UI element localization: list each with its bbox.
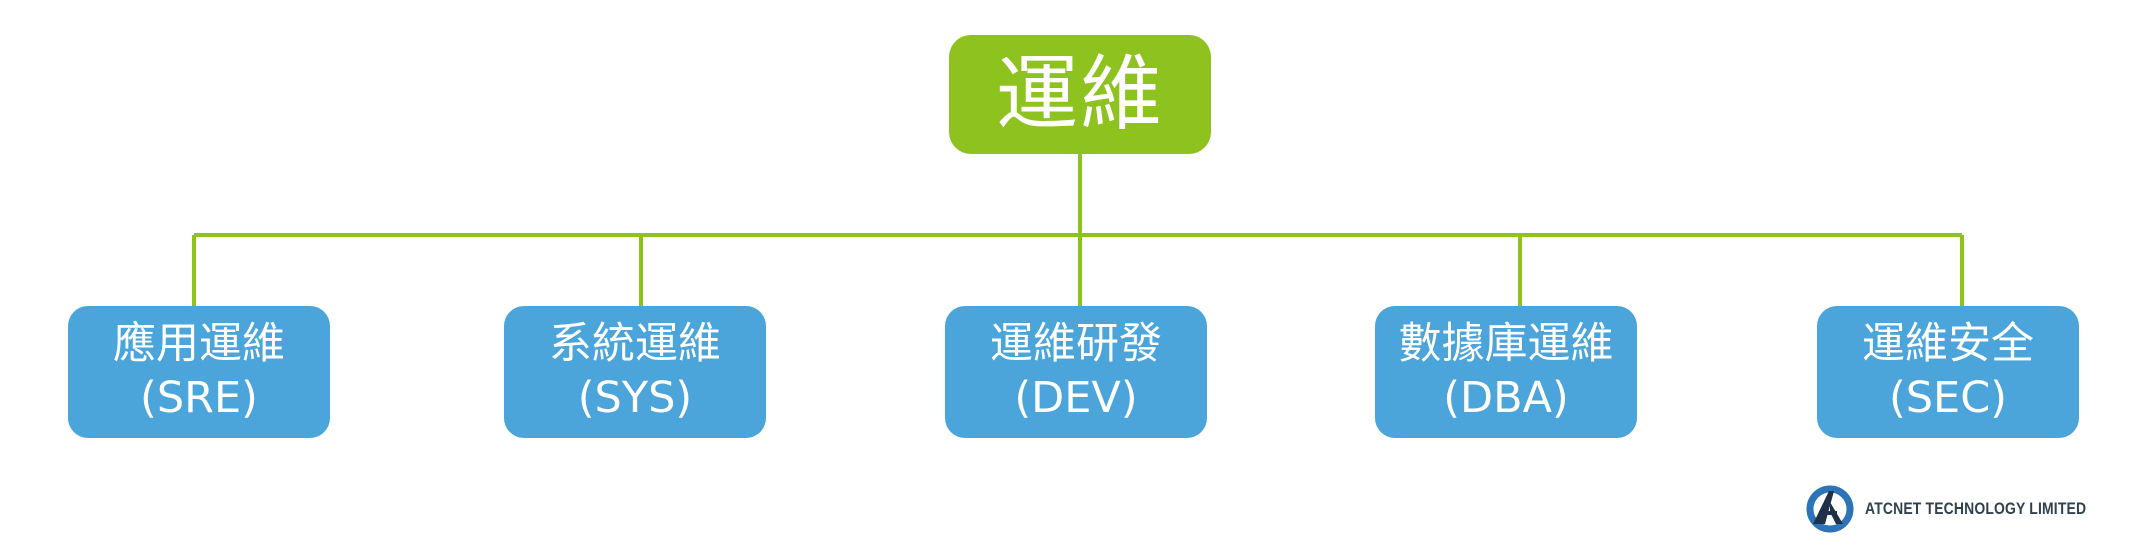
child-node-code: (DEV) <box>1014 373 1138 423</box>
child-node-dba: 數據庫運維 (DBA) <box>1375 306 1637 438</box>
child-node-sec: 運維安全 (SEC) <box>1817 306 2079 438</box>
child-node-code: (SEC) <box>1888 373 2008 423</box>
child-node-label: 運維安全 <box>1862 319 2034 370</box>
brand-footer: ATCNET TECHNOLOGY LIMITED <box>1805 484 2095 534</box>
brand-name: ATCNET TECHNOLOGY LIMITED <box>1865 499 2087 518</box>
child-node-sys: 系統運維 (SYS) <box>504 306 766 438</box>
child-node-label: 數據庫運維 <box>1398 319 1614 370</box>
child-node-label: 應用運維 <box>113 319 285 370</box>
child-node-label: 運維研發 <box>990 319 1162 370</box>
root-node-label: 運維 <box>995 46 1164 142</box>
child-node-code: (SYS) <box>577 373 693 423</box>
child-node-sre: 應用運維 (SRE) <box>68 306 330 438</box>
child-node-code: (SRE) <box>140 373 258 423</box>
root-node: 運維 <box>949 35 1211 154</box>
child-node-dev: 運維研發 (DEV) <box>945 306 1207 438</box>
atcnet-logo-icon <box>1806 485 1854 533</box>
child-node-label: 系統運維 <box>549 319 721 370</box>
child-node-code: (DBA) <box>1443 373 1569 423</box>
